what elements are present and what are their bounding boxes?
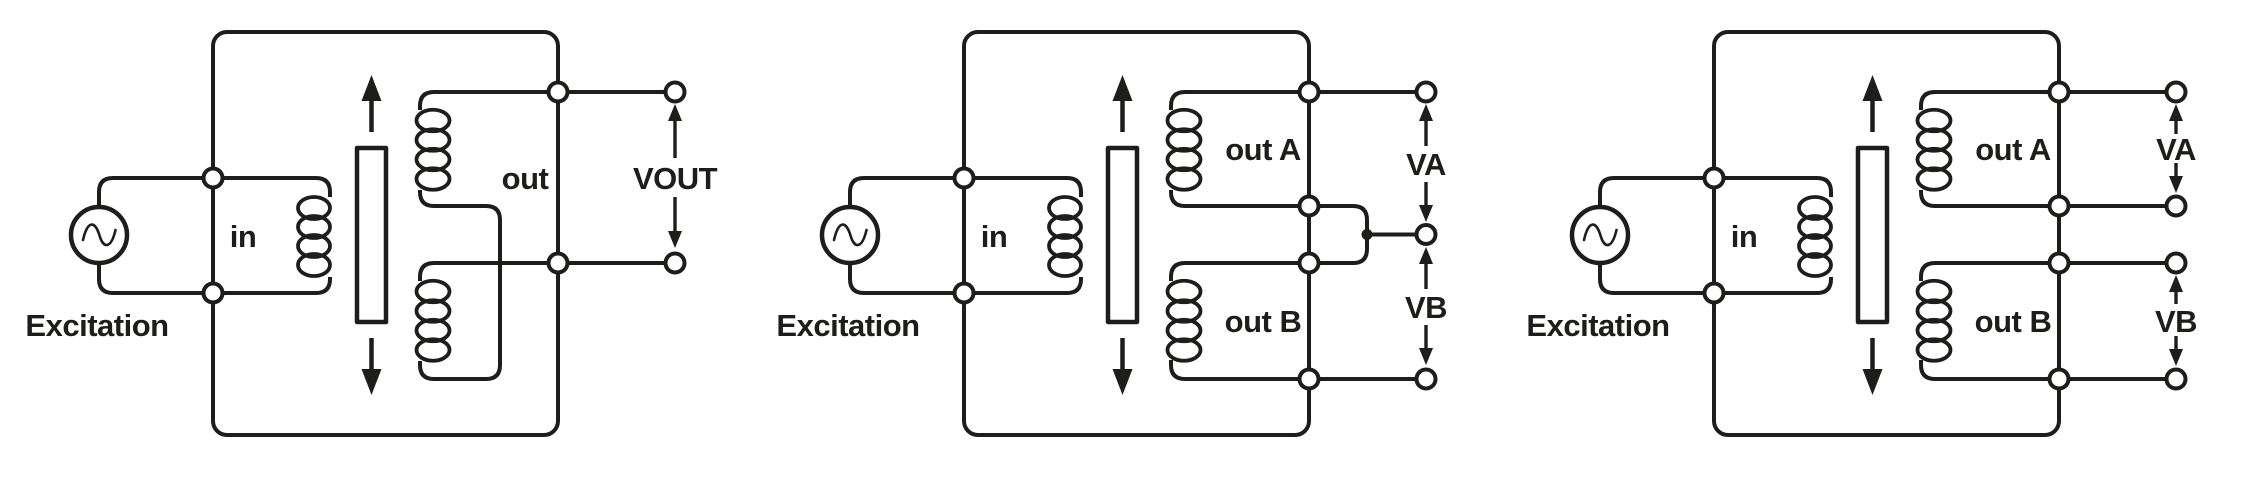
excitation-label: Excitation (1526, 308, 1669, 343)
output-terminal (2164, 367, 2188, 391)
primary-coil-label: in (230, 219, 257, 254)
center-tap-bracket-wire (1309, 204, 1369, 265)
va-label: VA (2156, 132, 2196, 167)
secondary-coil-a-label: out A (1225, 132, 1301, 167)
lvdt-base-circuit (1572, 32, 2186, 435)
secondary-b-bottom-edge (1919, 358, 2061, 381)
va-arrow-down-icon (2169, 176, 2183, 193)
secondary-coil-b-label: out B (1225, 304, 1302, 339)
excitation-label: Excitation (25, 308, 168, 343)
junction-terminal (2047, 367, 2071, 391)
output-terminal (663, 251, 687, 275)
output-terminal (2164, 194, 2188, 218)
secondary-a-bottom-edge (1919, 188, 2061, 208)
vb-arrow-down-icon (2169, 349, 2183, 366)
secondary-coil-a-label: out A (1975, 132, 2051, 167)
secondary-b-top-edge (1919, 261, 2061, 283)
vb-arrow-up-icon (2169, 275, 2183, 292)
vout-label: VOUT (633, 161, 718, 196)
junction-terminal (1297, 367, 1321, 391)
secondary-a-bottom-edge (1169, 188, 1311, 208)
vb-label: VB (1405, 290, 1447, 325)
vb-arrow-down-icon (1419, 348, 1433, 365)
diagram-dual-output-center-tapped: Excitation in out A out B VA VB (776, 32, 1448, 435)
series-link-wire (418, 190, 502, 381)
common-output-terminal (1414, 223, 1438, 246)
junction-terminal (2047, 251, 2071, 275)
vout-arrow-down-icon (668, 231, 682, 248)
va-label: VA (1406, 147, 1446, 182)
secondary-b-top-edge (418, 261, 558, 281)
vout-arrow-up-icon (668, 104, 682, 121)
excitation-label: Excitation (776, 308, 919, 343)
secondary-b-bottom-edge (1169, 358, 1311, 381)
vb-arrow-up-icon (1419, 247, 1433, 264)
junction-terminal (1297, 251, 1321, 275)
output-terminal (2164, 251, 2188, 275)
output-terminal (1414, 367, 1438, 391)
secondary-coil-b-label: out B (1975, 304, 2052, 339)
primary-coil-label: in (1731, 219, 1758, 254)
junction-terminal (2047, 194, 2071, 218)
va-arrow-down-icon (1419, 205, 1433, 222)
lvdt-base-circuit (71, 32, 685, 435)
va-arrow-up-icon (1419, 104, 1433, 121)
diagram-single-output: Excitation in out VOUT (25, 32, 718, 435)
junction-terminal (1297, 194, 1321, 218)
center-tap-node-dot (1361, 229, 1373, 240)
diagram-dual-output-separate: Excitation in out A out B VA VB (1526, 32, 2198, 435)
junction-terminal (546, 251, 570, 275)
lvdt-base-circuit (822, 32, 1436, 435)
secondary-coil-label: out (502, 161, 549, 196)
primary-coil-label: in (981, 219, 1008, 254)
vb-label: VB (2155, 304, 2197, 339)
secondary-b-top-edge (1169, 261, 1311, 283)
va-arrow-up-icon (2169, 104, 2183, 121)
